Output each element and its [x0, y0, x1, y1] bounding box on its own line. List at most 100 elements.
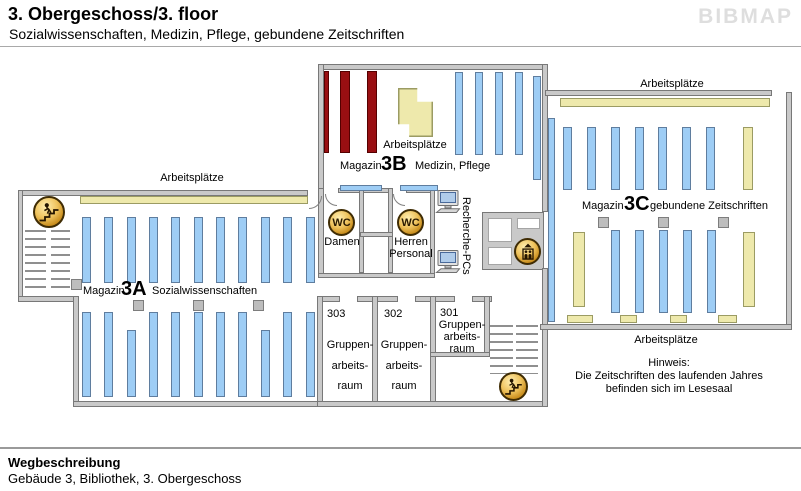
- room-301-line3: raum: [449, 343, 475, 355]
- bookshelf-3a-lower: [104, 312, 113, 397]
- elevator-cell: [517, 218, 540, 229]
- bookshelf-3a-upper: [238, 217, 247, 283]
- room-3b-number: 3B: [381, 153, 407, 175]
- pillar: [658, 217, 669, 228]
- room-303-number: 303: [327, 308, 346, 320]
- wall: [18, 296, 79, 302]
- magazin-3b-label: Magazin: [340, 160, 382, 172]
- bookshelf-3b-red: [367, 71, 377, 153]
- magazin-3a-label: Magazin: [83, 285, 125, 297]
- wall: [542, 268, 548, 407]
- desk-strip-3c-top: [560, 98, 770, 107]
- room-302-line1: Gruppen-: [380, 339, 428, 351]
- recherche-pc-icon-2: [435, 250, 461, 274]
- wc-herren-label: Herren: [394, 236, 428, 248]
- wall: [472, 296, 492, 302]
- bench-wc: [400, 185, 438, 191]
- bookshelf-3a-upper: [149, 217, 158, 283]
- bookshelf-3b-blue: [515, 72, 523, 155]
- desk-3c-vertical: [743, 127, 753, 190]
- bookshelf-3b-blue: [475, 72, 483, 155]
- wc-icon-text: WC: [332, 216, 351, 229]
- note-line1: Hinweis:: [648, 357, 690, 369]
- magazin-3c-label: Magazin: [582, 200, 624, 212]
- desk-strip-3a-top: [80, 196, 308, 204]
- directions-heading: Wegbeschreibung: [8, 455, 121, 470]
- door-arc-wc-damen: [325, 194, 337, 206]
- bookshelf-3c-lower: [683, 230, 692, 313]
- room-303-line1: Gruppen-: [326, 339, 374, 351]
- room-302-line2: arbeits-: [385, 360, 423, 372]
- stairs-steps: [516, 325, 538, 374]
- subject-3a-label: Sozialwissenschaften: [152, 285, 258, 297]
- bookshelf-3a-upper: [216, 217, 225, 283]
- wall: [430, 352, 490, 357]
- wc-damen-icon: WC: [328, 209, 355, 236]
- stairs-steps: [51, 230, 70, 292]
- desk-3c-bottom: [670, 315, 687, 323]
- wall: [545, 90, 772, 96]
- bookshelf-3b-blue: [455, 72, 463, 155]
- pillar: [71, 279, 82, 290]
- bookshelf-3b-blue: [495, 72, 503, 155]
- bookshelf-3c-lower: [707, 230, 716, 313]
- bookshelf-3a-lower: [82, 312, 91, 397]
- stairs-icon-south: [499, 372, 528, 401]
- wall: [388, 188, 393, 273]
- bookshelf-3b-red: [340, 71, 350, 153]
- wall: [317, 296, 323, 407]
- desk-3c-bottom: [567, 315, 593, 323]
- bookshelf-3a-upper: [283, 217, 292, 283]
- room-3c-number: 3C: [624, 193, 650, 215]
- wc-damen-label: Damen: [324, 236, 360, 248]
- pillar: [718, 217, 729, 228]
- bookshelf-3c-upper: [658, 127, 667, 190]
- wall: [786, 92, 792, 330]
- bookshelf-3c-upper: [563, 127, 572, 190]
- wc-icon-text: WC: [401, 216, 420, 229]
- elevator-cell: [488, 247, 512, 265]
- bookshelf-3a-upper: [104, 217, 113, 283]
- bookshelf-3a-upper: [82, 217, 91, 283]
- desk-3c-bottom: [718, 315, 737, 323]
- pillar: [598, 217, 609, 228]
- bookshelf-3a-lower: [283, 312, 292, 397]
- page-subtitle: Sozialwissenschaften, Medizin, Pflege, g…: [9, 26, 405, 42]
- wall: [372, 296, 378, 407]
- recherche-pc-icon-1: [435, 190, 461, 214]
- subject-3b-label: Medizin, Pflege: [415, 160, 491, 172]
- stairs-steps: [25, 230, 46, 292]
- bookshelf-3a-lower: [194, 312, 203, 397]
- desk-3b: [398, 88, 433, 137]
- bookshelf-3a-upper: [194, 217, 203, 283]
- wall: [360, 232, 393, 237]
- bookshelf-3b-red: [324, 71, 329, 153]
- recherche-pcs-label: Recherche-PCs: [460, 197, 472, 275]
- bookshelf-3a-lower: [261, 330, 270, 397]
- wc-personal-label: Personal: [389, 248, 433, 260]
- room-303-line2: arbeits-: [331, 360, 369, 372]
- directions-location: Gebäude 3, Bibliothek, 3. Obergeschoss: [8, 471, 242, 486]
- bookshelf-3c-lower: [659, 230, 668, 313]
- wall: [542, 64, 548, 212]
- desk-3c-vertical: [573, 232, 585, 307]
- bookshelf-3c-upper: [635, 127, 644, 190]
- bookshelf-3a-lower: [306, 312, 315, 397]
- wall: [318, 273, 435, 278]
- wc-herren-icon: WC: [397, 209, 424, 236]
- room-302-line3: raum: [391, 380, 417, 392]
- pillar: [133, 300, 144, 311]
- bookshelf-3a-upper: [261, 217, 270, 283]
- room-302-number: 302: [384, 308, 403, 320]
- arbeitsplaetze-3a-label: Arbeitsplätze: [160, 172, 224, 184]
- pillar: [193, 300, 204, 311]
- wall: [18, 190, 23, 302]
- bookshelf-3a-lower: [171, 312, 180, 397]
- bookshelf-3a-upper: [127, 217, 136, 283]
- room-301-line1: Gruppen-: [438, 319, 486, 331]
- bookshelf-3a-lower: [238, 312, 247, 397]
- stairs-icon-west: [33, 196, 65, 228]
- bookshelf-3c-upper: [682, 127, 691, 190]
